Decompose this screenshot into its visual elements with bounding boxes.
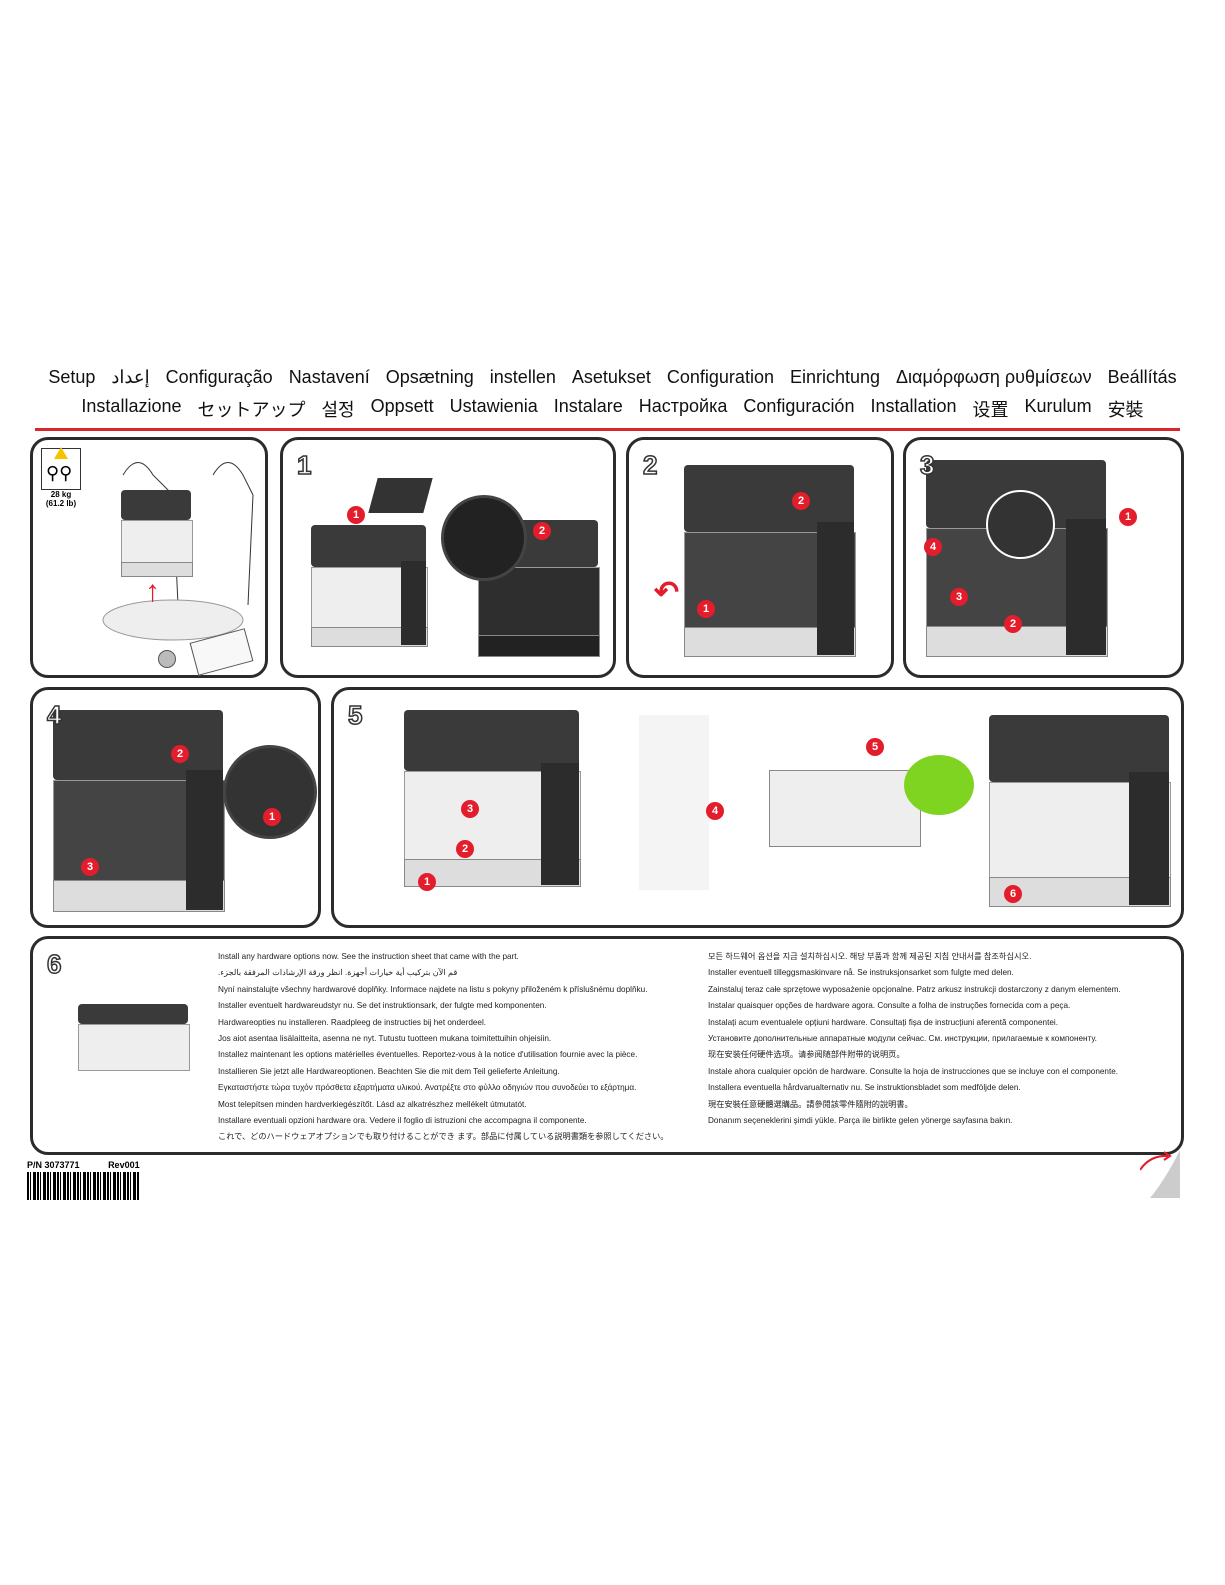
callout-4: 4 — [706, 802, 724, 820]
step-number: 6 — [46, 948, 62, 980]
callout-3: 3 — [461, 800, 479, 818]
weight-kg: 28 kg — [50, 490, 72, 499]
title-row-1: Setup إعداد Configuração Nastavení Opsæt… — [0, 367, 1225, 388]
callout-3: 3 — [81, 858, 99, 876]
red-divider — [35, 428, 1180, 431]
callout-6: 6 — [1004, 885, 1022, 903]
title: Nastavení — [288, 367, 370, 387]
panel-step-1: 1 1 2 — [280, 437, 616, 678]
callout-2: 2 — [456, 840, 474, 858]
step-number: 2 — [642, 449, 658, 481]
title-row-2: Installazione セットアップ 설정 Oppsett Ustawien… — [0, 396, 1225, 422]
printer-illustration — [311, 525, 428, 647]
title: Kurulum — [1024, 396, 1092, 416]
title: Installazione — [81, 396, 182, 416]
callout-2: 2 — [533, 522, 551, 540]
people-lifting-illustration — [102, 462, 254, 641]
arrow-up-icon: ↑ — [145, 575, 160, 608]
printer-open-illustration — [926, 460, 1108, 657]
step-number: 4 — [46, 699, 62, 731]
panel-step-3: 3 1 2 3 4 — [903, 437, 1184, 678]
step-number: 3 — [919, 449, 935, 481]
panel-step-4: 4 2 1 3 — [30, 687, 321, 928]
guide-detail-circle — [904, 755, 974, 815]
title: Настройка — [638, 396, 728, 416]
step-number: 5 — [347, 699, 363, 731]
panel-step-6: 6 Install any hardware options now. See … — [30, 936, 1184, 1155]
detail-zoom-circle — [441, 495, 527, 581]
step-6-text-left: Install any hardware options now. See th… — [218, 952, 669, 1142]
optional-tray-illustration — [78, 1004, 190, 1071]
title: 设置 — [972, 400, 1009, 420]
arrow-icon: ↶ — [654, 576, 680, 609]
detail-zoom-circle — [986, 490, 1055, 559]
title: Configuration — [666, 367, 774, 387]
title: Oppsett — [370, 396, 434, 416]
step-number: 1 — [296, 449, 312, 481]
callout-1: 1 — [263, 808, 281, 826]
callout-2: 2 — [792, 492, 810, 510]
paper-flex-illustration — [639, 715, 709, 890]
title: إعداد — [111, 367, 150, 387]
adf-cover-illustration — [368, 478, 433, 513]
title: 설정 — [321, 400, 355, 420]
two-person-lift-icon: ⚲⚲ — [41, 447, 81, 490]
title: Διαμόρφωση ρυθμίσεων — [896, 367, 1092, 387]
title: セットアップ — [197, 400, 306, 420]
callout-1: 1 — [418, 873, 436, 891]
title: Ustawienia — [449, 396, 538, 416]
cd-illustration — [158, 650, 176, 668]
callout-3: 3 — [950, 588, 968, 606]
callout-1: 1 — [1119, 508, 1137, 526]
title: instellen — [489, 367, 556, 387]
printer-illustration — [121, 490, 193, 577]
printer-open-illustration — [684, 465, 856, 657]
part-number-line: P/N 3073771 Rev001 — [27, 1160, 140, 1170]
callout-4: 4 — [924, 538, 942, 556]
panel-unpack: ⚲⚲ 28 kg (61.2 lb) ↑ — [30, 437, 268, 678]
callout-1: 1 — [697, 600, 715, 618]
weight-lb: (61.2 lb) — [45, 499, 77, 508]
callout-2: 2 — [171, 745, 189, 763]
revision: Rev001 — [108, 1160, 140, 1170]
barcode — [27, 1172, 139, 1200]
warning-icon — [54, 447, 68, 459]
step-6-text-right: 모든 하드웨어 옵션을 지금 설치하십시오. 해당 부품과 함께 제공된 지침 … — [708, 952, 1121, 1126]
part-number: P/N 3073771 — [27, 1160, 80, 1170]
page-turn-icon — [1140, 1150, 1180, 1198]
callout-2: 2 — [1004, 615, 1022, 633]
callout-5: 5 — [866, 738, 884, 756]
printer-tray-insert-illustration — [989, 715, 1171, 907]
title: Configuração — [165, 367, 273, 387]
title: 安裝 — [1107, 400, 1144, 420]
panel-step-2: 2 ↶ 1 2 — [626, 437, 894, 678]
title: Installation — [870, 396, 957, 416]
title: Einrichtung — [789, 367, 881, 387]
title: Instalare — [553, 396, 623, 416]
callout-1: 1 — [347, 506, 365, 524]
title: Configuración — [743, 396, 855, 416]
title: Beállítás — [1107, 367, 1177, 387]
panel-step-5: 5 3 2 1 4 5 6 — [331, 687, 1184, 928]
title: Setup — [48, 367, 96, 387]
tray-paper-illustration — [769, 770, 921, 847]
printer-tray-open-illustration — [404, 710, 581, 887]
printer-open-illustration — [53, 710, 225, 912]
title: Opsætning — [385, 367, 474, 387]
title: Asetukset — [571, 367, 651, 387]
